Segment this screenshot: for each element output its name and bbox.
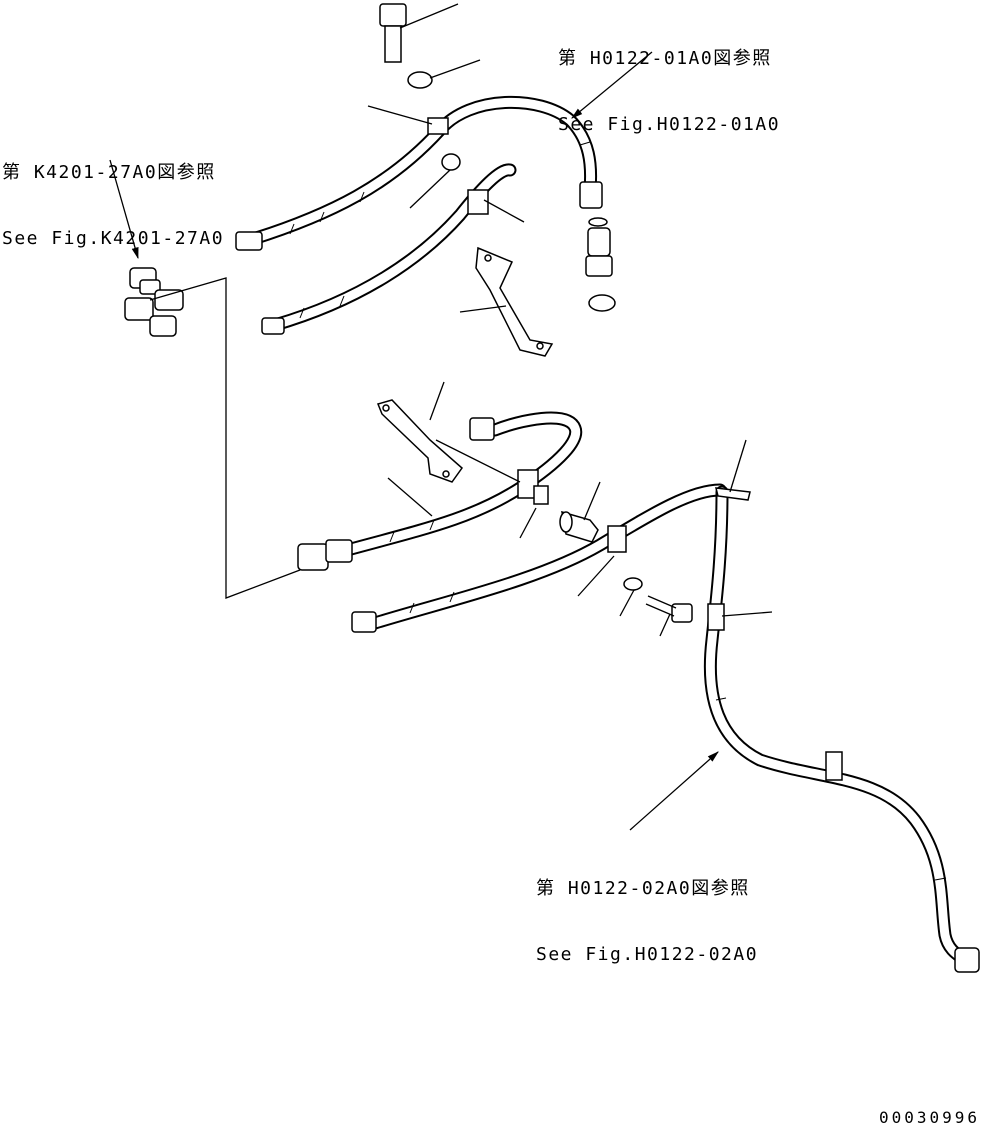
reference-bottom-right: 第 H0122-02A0図参照 See Fig.H0122-02A0 [536, 834, 758, 988]
drawing-number: 00030996 [878, 1108, 980, 1127]
spacer-icon [559, 510, 599, 543]
leader-lines [367, 3, 773, 637]
reference-left-en: See Fig.K4201-27A0 [2, 228, 225, 249]
reference-top-right: 第 H0122-01A0図参照 See Fig.H0122-01A0 [558, 4, 780, 158]
reference-bottom-right-en: See Fig.H0122-02A0 [536, 944, 759, 965]
clamp-icon [427, 117, 843, 781]
reference-arrows [109, 51, 719, 831]
fitting-icon [235, 181, 980, 973]
hose-lower [368, 483, 727, 630]
connector-frame [149, 277, 301, 599]
hose-tie [715, 487, 751, 501]
reference-bottom-right-jp: 第 H0122-02A0図参照 [536, 878, 750, 899]
bracket-icon [376, 246, 554, 483]
reference-left-jp: 第 K4201-27A0図参照 [2, 162, 216, 183]
hose-upper-inner [268, 163, 517, 332]
hose-hatching [289, 141, 947, 881]
fitting-cluster [124, 267, 184, 337]
washer-icon [407, 71, 643, 591]
hose-middle [333, 411, 583, 559]
reference-left: 第 K4201-27A0図参照 See Fig.K4201-27A0 [2, 118, 224, 272]
reference-top-right-jp: 第 H0122-01A0図参照 [558, 48, 772, 69]
reference-top-right-en: See Fig.H0122-01A0 [558, 114, 781, 135]
hose-upper-long [243, 95, 598, 247]
bolt-icon [379, 3, 693, 623]
